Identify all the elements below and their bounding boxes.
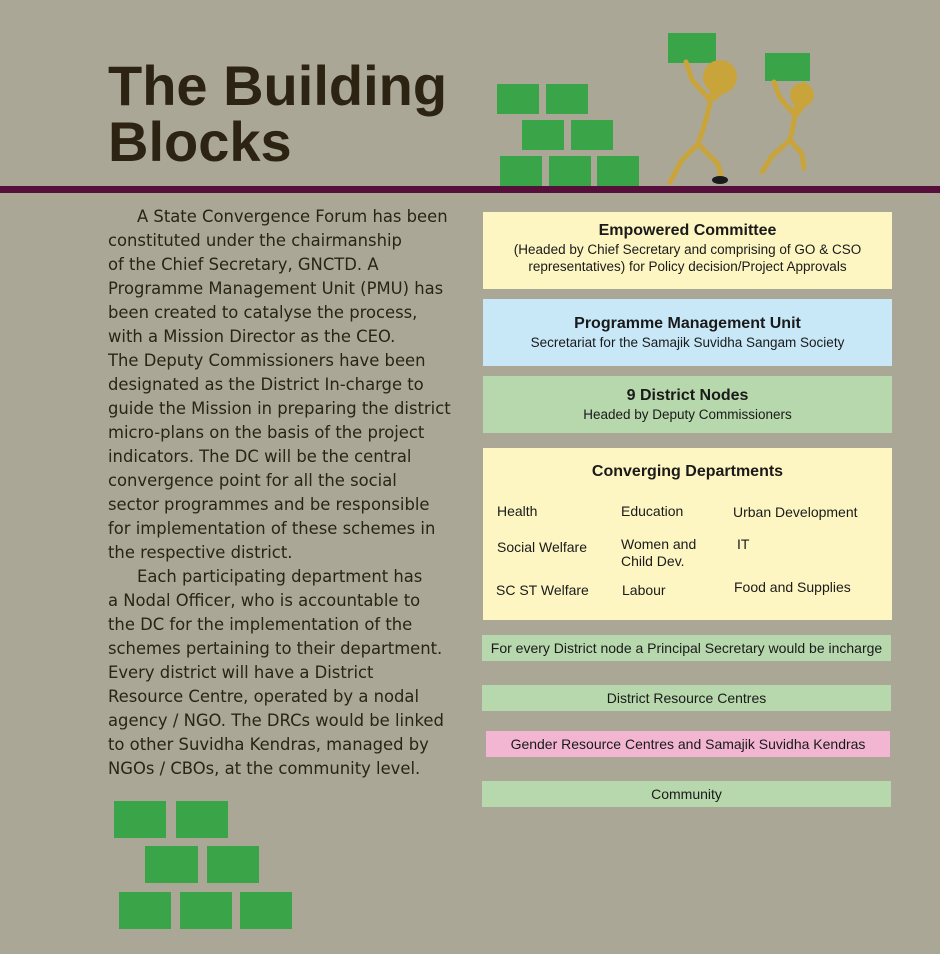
brick <box>546 84 588 114</box>
department-sc-st-welfare: SC ST Welfare <box>496 582 589 598</box>
department-urban-development: Urban Development <box>733 504 858 520</box>
district-nodes-title: 9 District Nodes <box>626 387 749 404</box>
brick <box>500 156 542 186</box>
title-line-1: The Building <box>108 54 448 117</box>
converging-departments-title: Converging Departments <box>591 463 784 480</box>
brick <box>119 892 171 929</box>
page-title: The Building Blocks <box>108 58 447 170</box>
department-labour: Labour <box>622 582 666 598</box>
empowered-committee-title: Empowered Committee <box>598 222 777 239</box>
department-education: Education <box>621 503 684 519</box>
title-divider <box>0 186 940 193</box>
brick <box>145 846 198 883</box>
district-resource-centres-strip: District Resource Centres <box>482 685 891 711</box>
brick <box>522 120 564 150</box>
community-strip: Community <box>482 781 891 807</box>
pmu-box: Programme Management Unit Secretariat fo… <box>483 299 892 366</box>
body-text: A State Convergence Forum has been const… <box>108 205 480 781</box>
department-social-welfare: Social Welfare <box>497 539 588 555</box>
title-line-2: Blocks <box>108 110 292 173</box>
brick <box>180 892 232 929</box>
brick <box>549 156 591 186</box>
pmu-title: Programme Management Unit <box>574 315 801 332</box>
brick <box>240 892 292 929</box>
brick <box>114 801 166 838</box>
paragraph-1: A State Convergence Forum has been const… <box>108 207 451 562</box>
brick <box>597 156 639 186</box>
brick <box>207 846 259 883</box>
pmu-subtitle: Secretariat for the Samajik Suvidha Sang… <box>530 335 845 350</box>
district-nodes-subtitle: Headed by Deputy Commissioners <box>583 407 792 422</box>
department-women-child-dev: Women and Child Dev. <box>621 536 697 569</box>
gender-resource-centres-strip: Gender Resource Centres and Samajik Suvi… <box>486 731 890 757</box>
builder-figures-illustration <box>667 33 814 185</box>
department-it: IT <box>737 536 750 552</box>
converging-departments-box: Converging Departments <box>483 448 892 620</box>
department-health: Health <box>497 503 538 519</box>
brick <box>176 801 228 838</box>
paragraph-2: Each participating department has a Noda… <box>108 567 444 778</box>
empowered-committee-box: Empowered Committee (Headed by Chief Sec… <box>483 212 892 289</box>
brick <box>497 84 539 114</box>
district-nodes-box: 9 District Nodes Headed by Deputy Commis… <box>483 376 892 433</box>
department-food-supplies: Food and Supplies <box>734 579 851 595</box>
brick <box>571 120 613 150</box>
empowered-committee-subtitle: (Headed by Chief Secretary and comprisin… <box>513 242 862 274</box>
builder-figure-2 <box>759 53 814 175</box>
principal-secretary-strip: For every District node a Principal Secr… <box>482 635 891 661</box>
builder-figure-1 <box>667 33 737 185</box>
